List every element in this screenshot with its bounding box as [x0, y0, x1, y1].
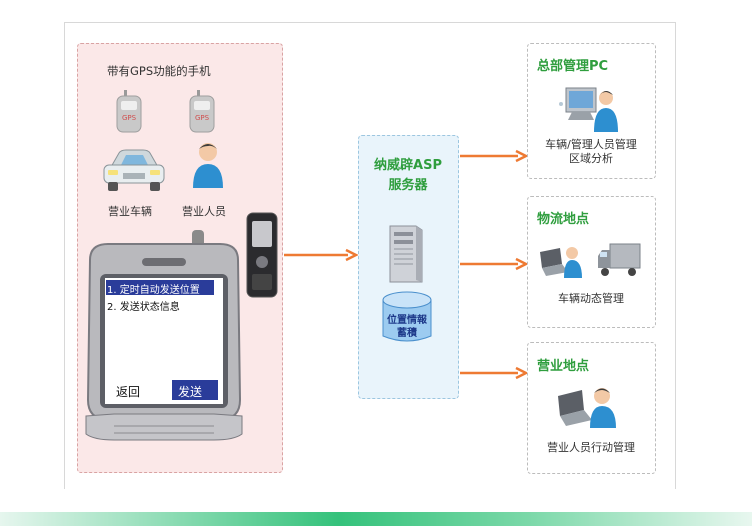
mobile-phone-icon	[85, 230, 243, 441]
database-label: 位置情報 蓄積	[382, 314, 432, 340]
gps-phone-icon: GPS	[189, 90, 215, 133]
server-title-line-1: 纳威辟ASP	[374, 158, 442, 173]
laptop-user-icon	[558, 388, 616, 428]
database-icon	[382, 291, 432, 342]
phone-menu-item-1[interactable]: 1. 定时自动发送位置	[107, 285, 200, 296]
footer-gradient-bar	[0, 512, 752, 526]
server-title: 纳威辟ASP 服务器	[362, 156, 454, 196]
svg-text:GPS: GPS	[195, 114, 210, 122]
logistics-box-description: 车辆动态管理	[558, 292, 624, 305]
flow-arrow	[284, 248, 358, 262]
database-label-line-2: 蓄積	[397, 328, 417, 339]
hq-box-description: 车辆/管理人员管理 区域分析	[528, 138, 654, 166]
hq-box-title: 总部管理PC	[537, 59, 609, 74]
server-title-line-2: 服务器	[388, 178, 428, 193]
phone-menu-item-2[interactable]: 2. 发送状态信息	[107, 302, 180, 313]
flow-arrow	[460, 257, 528, 271]
flow-arrow	[460, 149, 528, 163]
phone-back-button[interactable]: 返回	[116, 385, 141, 399]
mobile-gps-panel-title: 带有GPS功能的手机	[107, 64, 211, 78]
person-label: 营业人员	[182, 205, 226, 218]
mobile-phone-icon	[246, 212, 278, 298]
hq-box-desc-line-1: 车辆/管理人员管理	[545, 138, 637, 151]
car-icon	[103, 149, 165, 191]
database-label-line-1: 位置情報	[387, 315, 427, 326]
phone-send-button[interactable]: 发送	[178, 385, 203, 399]
server-icon	[389, 225, 423, 283]
gps-phone-icon: GPS	[116, 90, 142, 133]
svg-text:GPS: GPS	[122, 114, 137, 122]
laptop-user-icon	[540, 247, 582, 278]
truck-icon	[598, 243, 641, 276]
sales-site-box	[527, 342, 656, 474]
vehicle-label: 营业车辆	[108, 205, 152, 218]
pc-user-icon	[559, 87, 618, 132]
logistics-box-title: 物流地点	[537, 212, 590, 227]
hq-box-desc-line-2: 区域分析	[569, 152, 613, 165]
flow-arrow	[460, 366, 528, 380]
person-icon	[193, 143, 223, 188]
sales-box-title: 营业地点	[537, 359, 590, 374]
sales-box-description: 营业人员行动管理	[547, 441, 635, 454]
